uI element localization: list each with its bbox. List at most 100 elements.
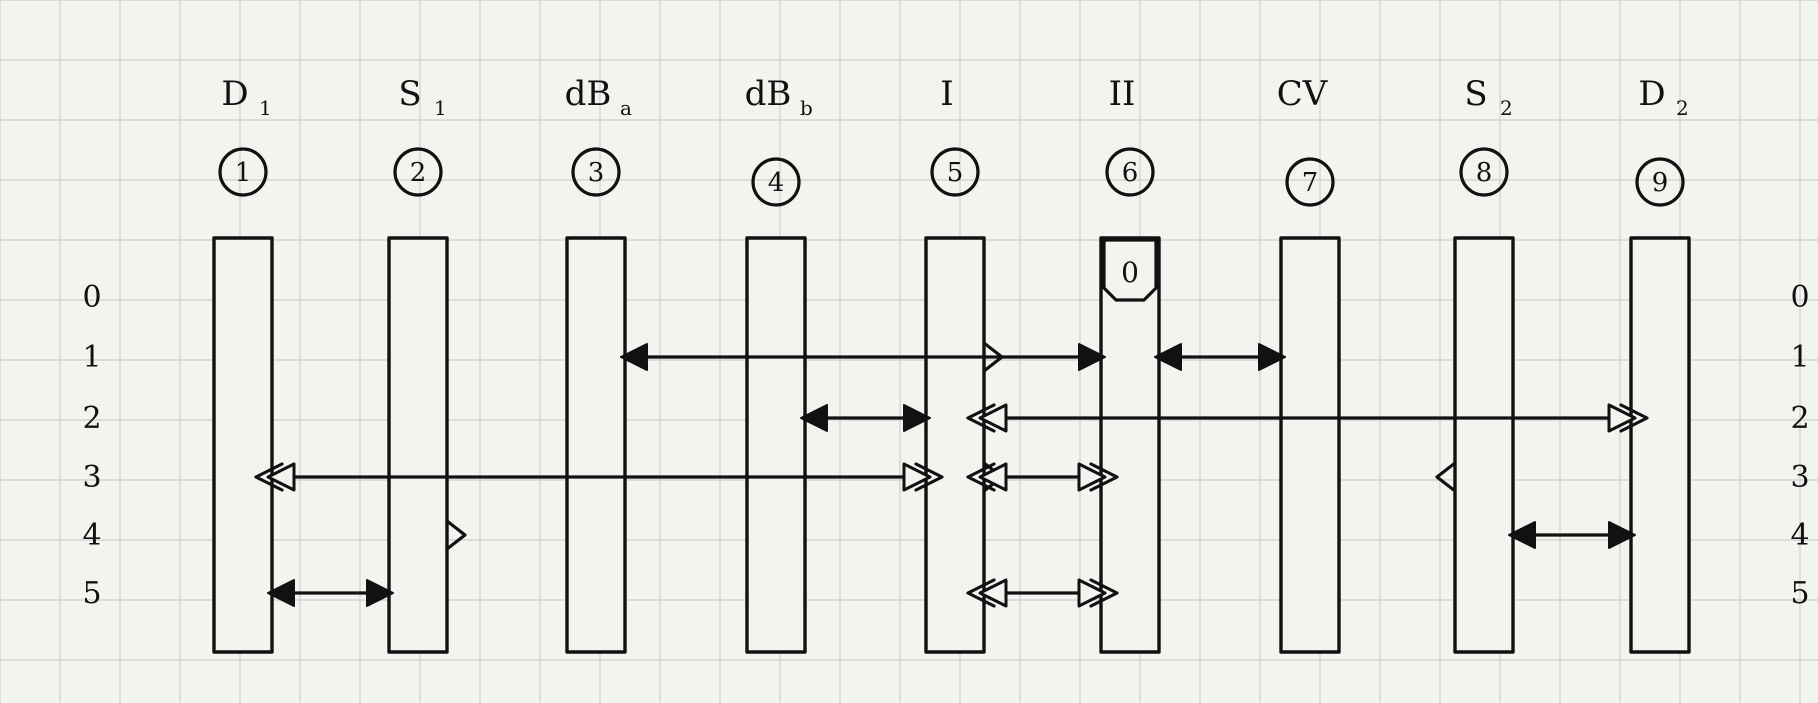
column-subscript: a [620, 96, 632, 120]
row-label-left: 1 [82, 340, 101, 375]
column-subscript: 2 [1500, 96, 1513, 120]
column-number: 4 [768, 168, 785, 198]
number-circle [1285, 157, 1335, 207]
column-subscript: b [800, 96, 813, 120]
row-label-right: 0 [1790, 280, 1809, 315]
connection-arrow [620, 343, 1106, 371]
column-number: 2 [410, 158, 427, 188]
arrowhead [1608, 521, 1636, 549]
arrowhead [620, 343, 648, 371]
column-title: II [1109, 74, 1136, 114]
column-header: dB b 4 [745, 74, 813, 207]
row-labels-left: 0 1 2 3 4 5 [82, 280, 101, 611]
arrowhead-double [1619, 403, 1649, 433]
row-label-left: 0 [82, 280, 101, 315]
arrowhead [978, 578, 1008, 608]
cap-outline [1102, 238, 1158, 302]
column-title: CV [1277, 74, 1329, 114]
lifeline-bar [924, 236, 986, 654]
lifeline-bar [212, 236, 274, 654]
number-circle [1459, 147, 1509, 197]
row-label-left: 3 [82, 460, 101, 495]
column-title: I [940, 74, 953, 114]
lifeline-bar [1629, 236, 1691, 654]
lifeline-bar [387, 236, 449, 654]
arrowhead [1607, 403, 1637, 433]
column-number: 9 [1652, 168, 1669, 198]
column-number: 7 [1302, 168, 1319, 198]
column-title: S [1464, 74, 1487, 114]
connection-arrow [1154, 343, 1286, 371]
arrowhead-double [914, 462, 944, 492]
lifeline-bar [1099, 236, 1161, 654]
arrowhead-double [966, 403, 996, 433]
connection-arrow [267, 579, 394, 607]
arrowhead [1077, 462, 1107, 492]
row-label-right: 3 [1790, 460, 1809, 495]
row-label-right: 1 [1790, 340, 1809, 375]
column-number: 3 [588, 158, 605, 188]
connection-arrow [800, 404, 931, 432]
arrowhead [1077, 578, 1107, 608]
number-circle [751, 157, 801, 207]
row-label-left: 5 [82, 576, 101, 611]
column-header: II 6 [1105, 74, 1155, 197]
number-circle [393, 147, 443, 197]
lifeline-top-marker: 0 [1102, 238, 1158, 302]
connection-arrow [966, 403, 1649, 433]
row-label-left: 4 [82, 518, 101, 553]
connection-arrow [966, 578, 1119, 608]
column-number: 6 [1122, 158, 1139, 188]
column-number: 1 [235, 158, 252, 188]
arrowhead [366, 579, 394, 607]
notch [445, 519, 467, 551]
arrowhead-double [966, 462, 996, 492]
column-subscript: 2 [1676, 96, 1689, 120]
connection-arrow [966, 462, 1119, 492]
column-number: 5 [947, 158, 964, 188]
lifelines [212, 236, 1691, 654]
arrowhead [1154, 343, 1182, 371]
arrowhead-double [1089, 578, 1119, 608]
arrowhead-double [966, 578, 996, 608]
arrowhead [266, 462, 296, 492]
lifeline-bar [1279, 236, 1341, 654]
lifeline-bar [1453, 236, 1515, 654]
arrowhead [800, 404, 828, 432]
connection-arrow [254, 462, 944, 492]
number-circle [571, 147, 621, 197]
number-circle [218, 147, 268, 197]
column-header: I5 [930, 74, 980, 197]
arrowhead [267, 579, 295, 607]
column-subscript: 1 [434, 96, 447, 120]
arrowhead [978, 403, 1008, 433]
cap-label: 0 [1121, 256, 1139, 289]
arrowhead [902, 462, 932, 492]
connection-arrow [1508, 521, 1636, 549]
column-header: CV 7 [1277, 74, 1335, 207]
lifeline-bar [745, 236, 807, 654]
arrowhead [1258, 343, 1286, 371]
column-title: D [1638, 74, 1665, 114]
number-circle [930, 147, 980, 197]
column-title: dB [745, 74, 792, 114]
row-label-right: 2 [1790, 401, 1809, 436]
connections [254, 343, 1649, 608]
row-label-right: 5 [1790, 576, 1809, 611]
row-label-left: 2 [82, 401, 101, 436]
column-title: S [398, 74, 421, 114]
column-title: D [221, 74, 248, 114]
column-title: dB [565, 74, 612, 114]
arrowhead [1078, 343, 1106, 371]
arrowhead-double [254, 462, 284, 492]
arrowhead-double [1089, 462, 1119, 492]
column-number: 8 [1476, 158, 1493, 188]
arrowhead [978, 462, 1008, 492]
column-subscript: 1 [259, 96, 272, 120]
